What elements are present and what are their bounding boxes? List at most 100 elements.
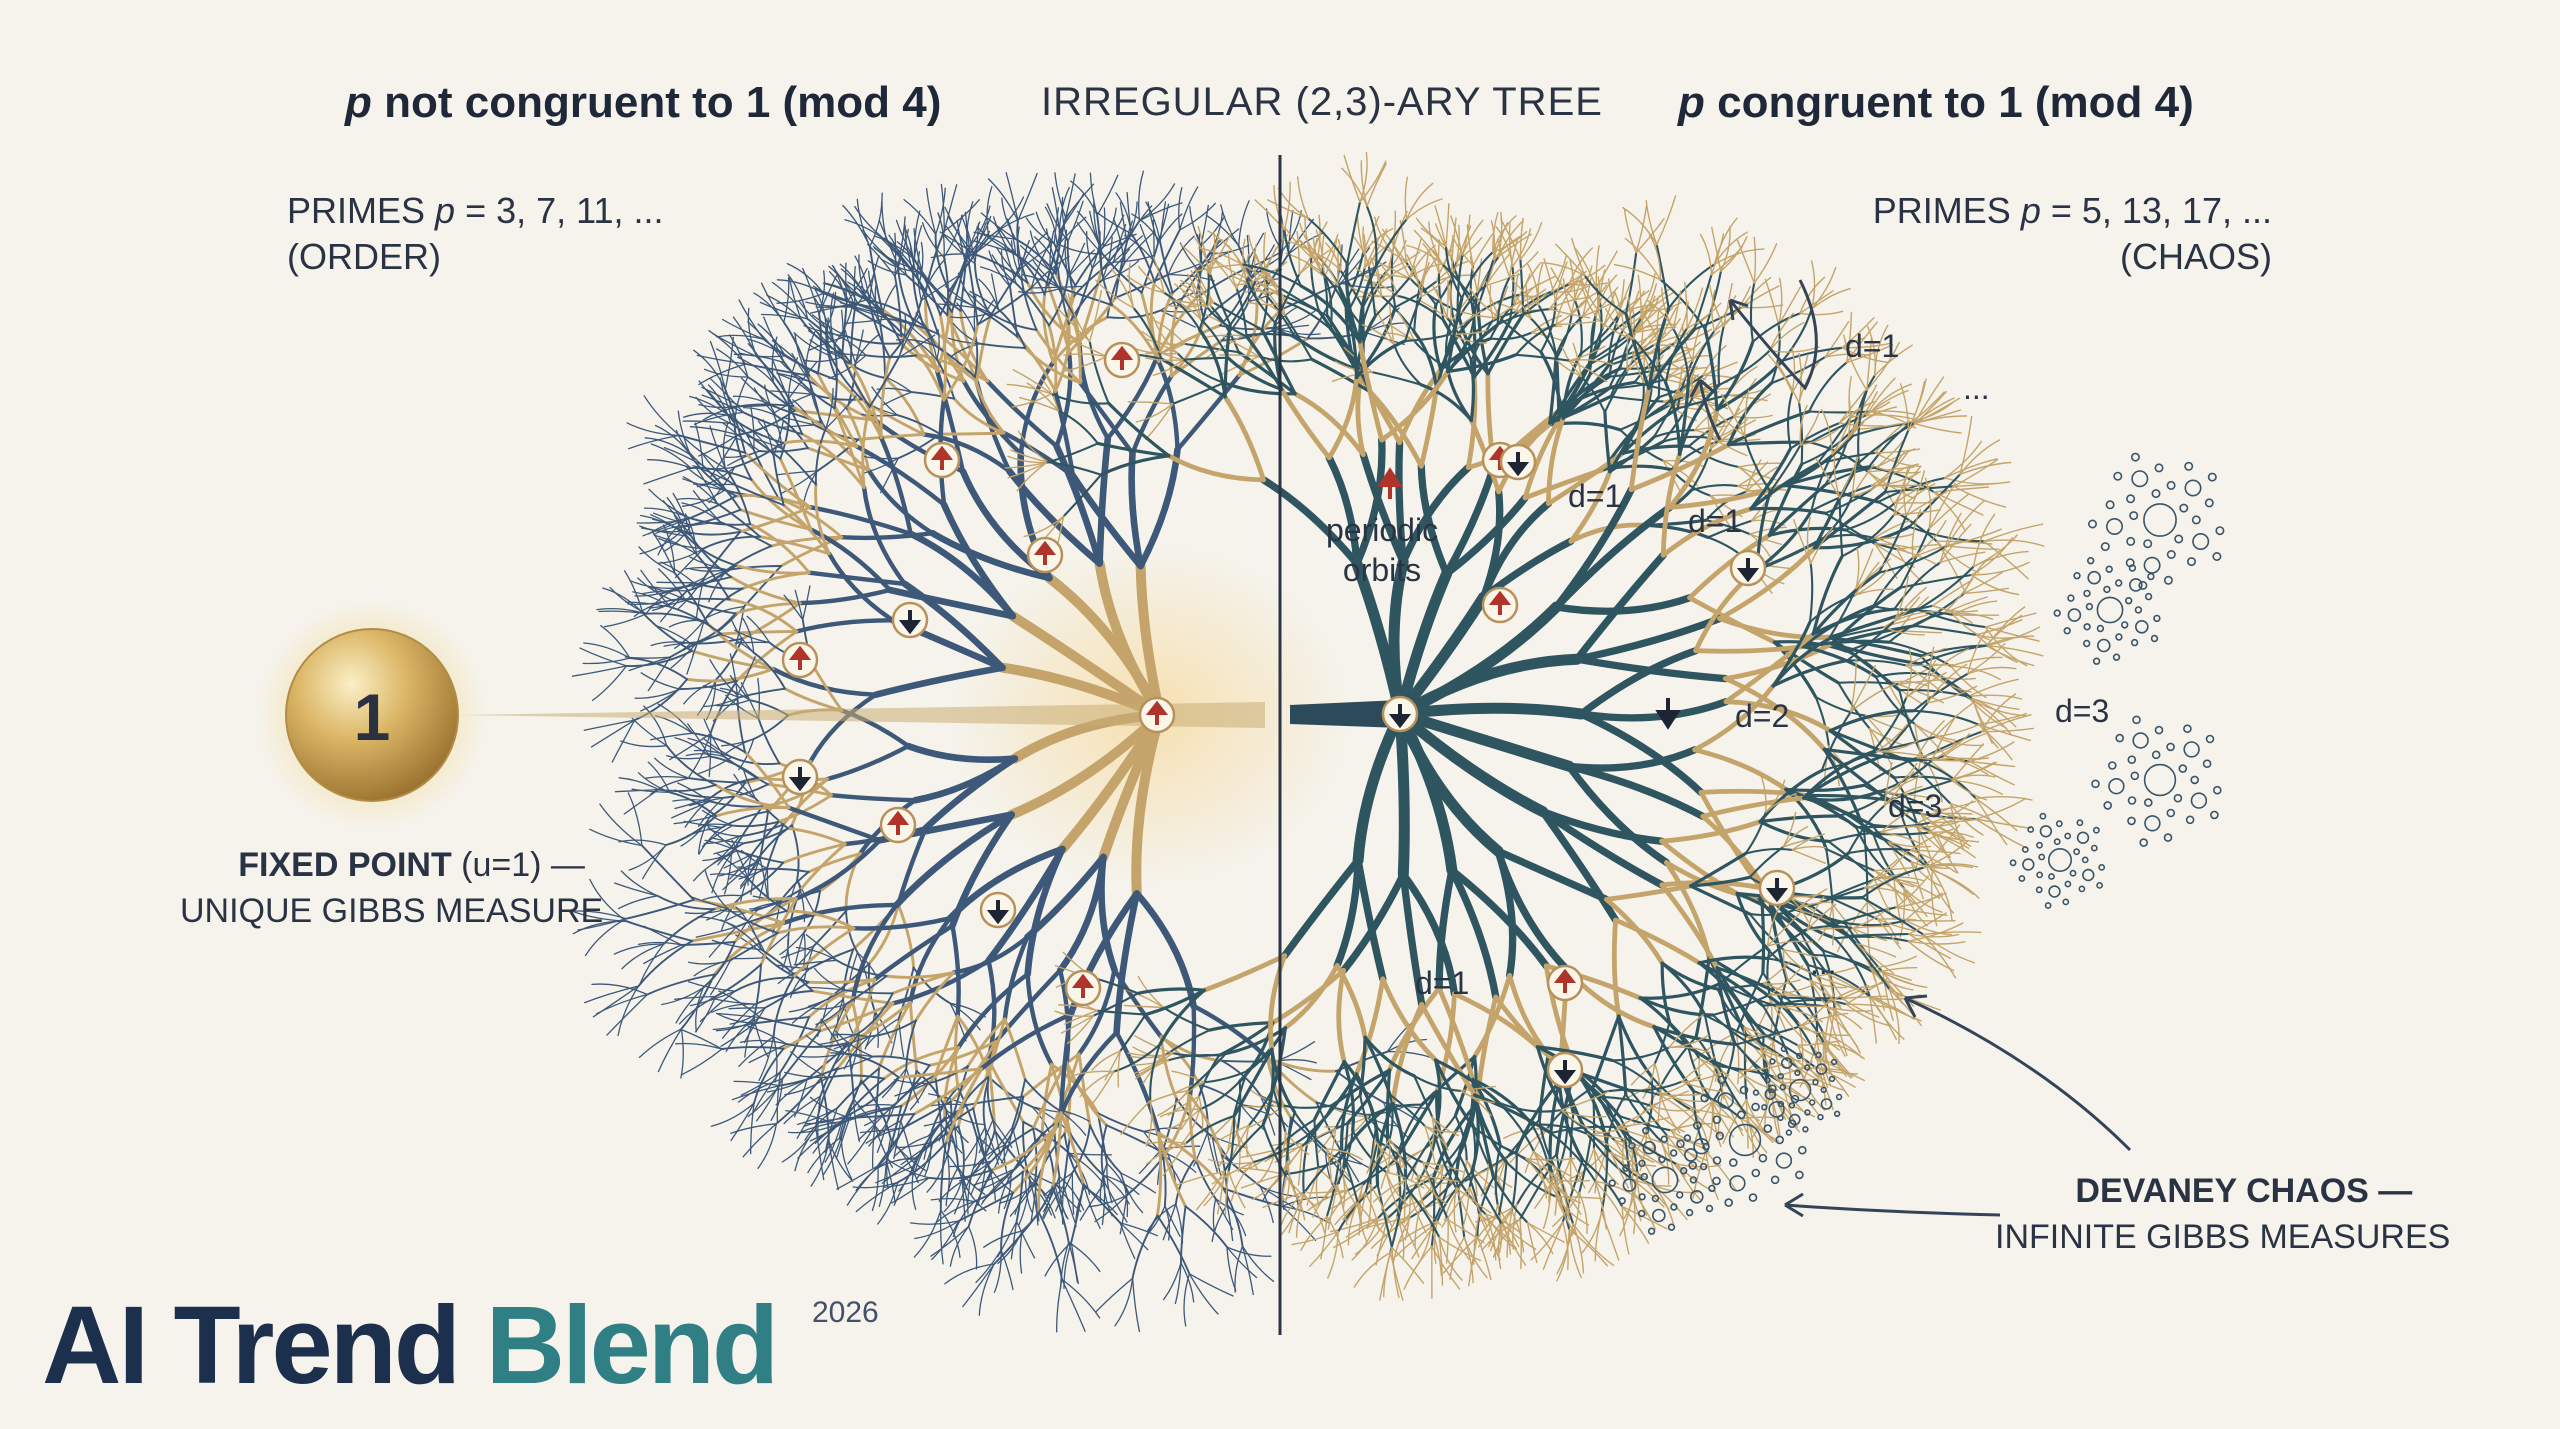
- tree-branch: [817, 1032, 860, 1046]
- tree-branch: [1825, 848, 1876, 872]
- tree-branch: [957, 1125, 965, 1181]
- tree-branch: [1675, 1163, 1716, 1193]
- tree-branch: [839, 531, 935, 541]
- fractal-curl: [2055, 820, 2063, 828]
- tree-branch: [1174, 283, 1212, 308]
- tree-branch: [1399, 463, 1472, 566]
- tree-branch: [1196, 234, 1203, 274]
- tree-branch: [854, 205, 888, 242]
- tree-branch: [1299, 284, 1362, 344]
- tree-branch: [939, 1142, 947, 1212]
- tree-branch: [1187, 1003, 1197, 1098]
- tree-branch: [1766, 910, 1803, 947]
- tree-branch: [973, 375, 1006, 435]
- tree-branch: [1872, 832, 1905, 890]
- fractal-curl: [1690, 1190, 1704, 1204]
- tree-branch: [1984, 626, 2040, 642]
- tree-branch: [1563, 380, 1637, 408]
- tree-branch: [1645, 199, 1658, 246]
- tree-branch: [812, 285, 852, 308]
- tree-branch: [1099, 454, 1171, 477]
- tree-branch: [1687, 445, 1740, 469]
- fractal-curl: [2191, 515, 2201, 525]
- tree-branch: [1918, 644, 1989, 665]
- tree-branch: [728, 1007, 766, 1010]
- tree-branch: [631, 788, 671, 793]
- tree-branch: [845, 407, 871, 472]
- tree-branch: [1810, 484, 1873, 512]
- tree-branch: [1868, 727, 1892, 766]
- tree-branch: [799, 1120, 843, 1133]
- tree-branch: [1476, 1236, 1492, 1280]
- tree-branch: [1430, 1176, 1436, 1248]
- tree-branch: [1006, 467, 1103, 567]
- tree-branch: [1130, 1052, 1174, 1059]
- tree-branch: [685, 667, 775, 683]
- tree-branch: [771, 281, 809, 320]
- fractal-curl: [1641, 1126, 1650, 1135]
- fractal-curl: [2135, 619, 2149, 634]
- tree-branch: [1846, 932, 1910, 937]
- tree-branch: [1052, 1052, 1081, 1126]
- tree-branch: [1079, 1070, 1115, 1098]
- fractal-curl: [2144, 798, 2153, 807]
- tree-branch: [677, 782, 711, 803]
- fractal-curl: [2204, 498, 2214, 508]
- fractal-curl: [2036, 841, 2043, 849]
- tree-branch: [1743, 1026, 1776, 1043]
- tree-branch: [1942, 577, 1974, 615]
- tree-branch: [720, 1022, 756, 1047]
- tree-branch: [758, 1036, 775, 1082]
- tree-branch: [1431, 1245, 1461, 1290]
- tree-branch: [710, 1102, 755, 1127]
- tree-branch: [849, 1113, 916, 1119]
- tree-branch: [1555, 299, 1588, 326]
- tree-branch: [1913, 376, 1945, 425]
- tree-branch: [978, 342, 1027, 349]
- tree-branch: [1806, 927, 1845, 931]
- tree-branch: [1489, 285, 1494, 321]
- tree-branch: [1767, 894, 1789, 981]
- tree-branch: [939, 1209, 944, 1265]
- tree-branch: [698, 826, 723, 855]
- tree-branch: [896, 264, 916, 326]
- tree-branch: [1827, 973, 1838, 1014]
- fractal-curl: [1779, 1083, 1787, 1091]
- tree-branch: [1747, 1036, 1772, 1066]
- tree-branch: [771, 339, 807, 372]
- tree-branch: [1284, 1131, 1310, 1155]
- tree-branch: [1455, 1187, 1477, 1231]
- tree-branch: [926, 1153, 949, 1193]
- tree-branch: [1649, 1105, 1685, 1133]
- fractal-curl: [1622, 1178, 1637, 1192]
- tree-branch: [829, 1055, 874, 1072]
- tree-branch: [1159, 240, 1174, 294]
- tree-branch: [1208, 1021, 1275, 1032]
- tree-branch: [936, 329, 940, 361]
- tree-branch: [953, 1175, 972, 1215]
- fractal-curl: [1802, 1126, 1809, 1133]
- tree-branch: [1766, 949, 1772, 1002]
- tree-branch: [1497, 1161, 1508, 1217]
- tree-branch: [1134, 1054, 1167, 1074]
- fractal-curl: [1702, 1142, 1710, 1151]
- tree-branch: [1446, 323, 1500, 374]
- tree-branch: [1652, 429, 1696, 439]
- tree-branch: [719, 687, 751, 701]
- tree-branch: [712, 333, 758, 358]
- fractal-curl: [1676, 1139, 1685, 1149]
- tree-branch: [1107, 401, 1171, 458]
- fractal-curl: [2125, 596, 2133, 605]
- tree-branch: [1436, 1171, 1473, 1223]
- tree-branch: [1622, 206, 1658, 246]
- tree-branch: [1145, 343, 1186, 355]
- red-up-arrow-icon: [879, 806, 917, 844]
- tree-branch: [1264, 269, 1288, 303]
- tree-branch: [1870, 410, 1916, 416]
- tree-branch: [1106, 261, 1126, 319]
- tree-branch: [793, 959, 838, 966]
- tree-branch: [1386, 1168, 1427, 1219]
- fractal-curl: [2105, 565, 2113, 573]
- tree-branch: [1068, 1152, 1104, 1184]
